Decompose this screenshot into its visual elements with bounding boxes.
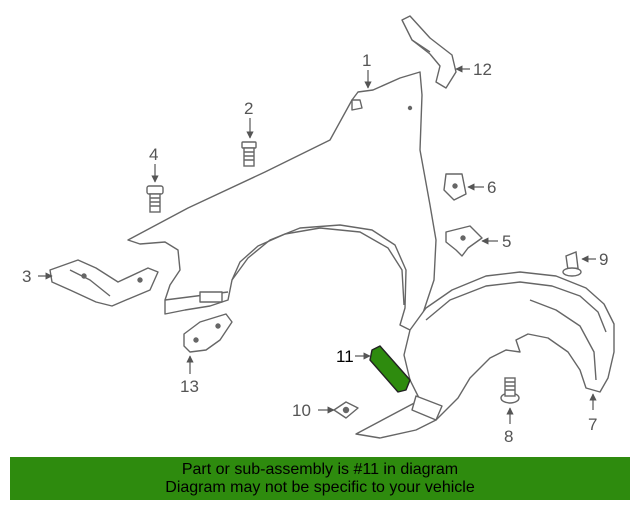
screw-part-8[interactable] <box>500 377 520 404</box>
callout-1: 1 <box>362 51 371 70</box>
banner-line-1: Part or sub-assembly is #11 in diagram <box>181 461 459 478</box>
push-clip-part-9[interactable] <box>562 251 582 277</box>
callout-10: 10 <box>292 401 311 420</box>
callout-8: 8 <box>504 427 513 446</box>
callout-7: 7 <box>588 415 597 434</box>
callout-11: 11 <box>336 347 354 366</box>
bolt-part-2[interactable] <box>241 141 257 167</box>
front-bracket-part[interactable] <box>49 259 159 307</box>
callout-numbers: 1 2 4 3 5 6 9 7 8 10 11 12 13 <box>22 51 608 446</box>
bracket-part-5[interactable] <box>445 225 483 257</box>
bolt-part-4[interactable] <box>146 185 164 213</box>
nut-part-10[interactable] <box>333 401 359 419</box>
callout-3: 3 <box>22 267 31 286</box>
clip-part-6[interactable] <box>443 173 467 201</box>
callout-4: 4 <box>149 145 158 164</box>
banner-line-2: Diagram may not be specific to your vehi… <box>165 479 475 496</box>
upper-bracket-part[interactable] <box>401 15 457 89</box>
highlighted-seal-part-11[interactable] <box>369 345 411 393</box>
callout-2: 2 <box>244 99 253 118</box>
lower-bracket-part[interactable] <box>183 313 233 353</box>
callout-12: 12 <box>473 60 492 79</box>
info-banner-background <box>10 457 630 500</box>
callout-13: 13 <box>180 377 199 396</box>
callout-leaders <box>38 65 597 424</box>
fender-part[interactable] <box>127 71 437 331</box>
callout-5: 5 <box>502 232 511 251</box>
info-banner: Part or sub-assembly is #11 in diagram D… <box>10 457 630 500</box>
callout-6: 6 <box>487 178 496 197</box>
wheel-liner-part[interactable] <box>355 271 615 439</box>
callout-9: 9 <box>599 250 608 269</box>
